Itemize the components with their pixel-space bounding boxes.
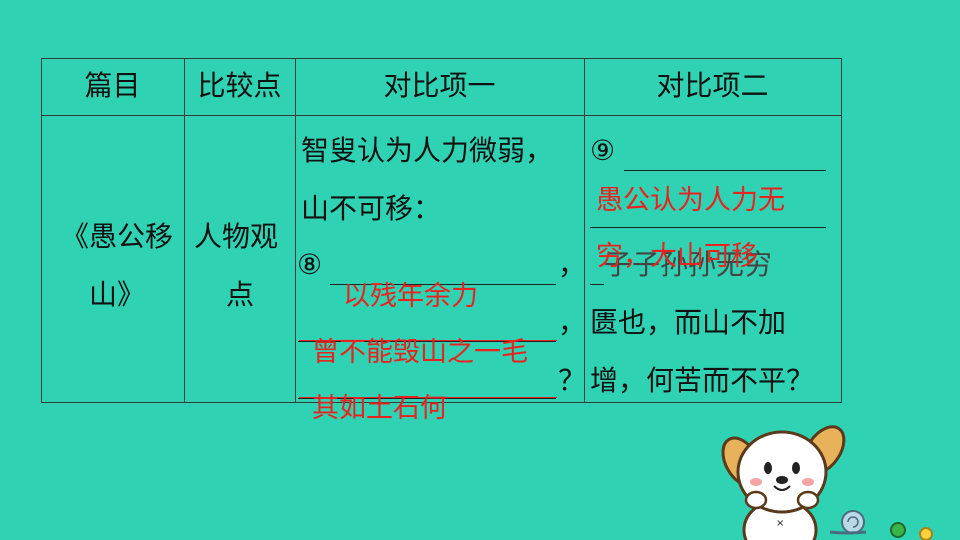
item2-blank-mark: ⑨ — [590, 134, 616, 167]
svg-text:×: × — [776, 518, 784, 529]
answer-9-line1: 愚公认为人力无 — [596, 185, 785, 216]
blank9-underline-3 — [590, 284, 604, 285]
header-item-two: 对比项二 — [656, 69, 769, 102]
answer-8-line1: 以残年余力 — [343, 281, 478, 312]
blank9-underline-1 — [624, 170, 826, 171]
column-divider-3 — [584, 58, 585, 403]
column-divider-2 — [295, 58, 296, 403]
row-title-line1: 《愚公移 — [61, 220, 174, 253]
answer-8-line3: 其如土石何 — [312, 393, 447, 424]
table-border-left — [41, 58, 42, 403]
header-comparison-point: 比较点 — [197, 69, 282, 102]
item2-line5: 增，何苦而不平？ — [590, 364, 815, 397]
blank8-underline-3 — [298, 398, 556, 399]
row-point-line2: 点 — [226, 278, 255, 311]
item1-line2: 山不可移： — [301, 192, 442, 225]
row-title-line2: 山》 — [89, 278, 146, 311]
answer-8-line2: 曾不能毁山之一毛 — [312, 337, 528, 368]
blank8-underline-1 — [330, 284, 556, 285]
puppy-with-snail-icon: × — [721, 425, 933, 540]
item1-comma-2: ， — [558, 306, 587, 339]
item2-line4: 匮也，而山不加 — [590, 306, 787, 339]
answer-9-line2: 穷，大山可移 — [596, 241, 758, 272]
item1-blank-mark: ⑧ — [297, 248, 323, 281]
item1-comma-1: ， — [558, 248, 587, 281]
row-point-line1: 人物观 — [194, 220, 279, 253]
blank8-underline-2 — [298, 341, 556, 342]
table-border-bottom — [41, 402, 842, 403]
item1-line1: 智叟认为人力微弱， — [301, 134, 554, 167]
item2-line3-tail: 子子孙孙无穷 — [604, 248, 773, 281]
header-item-one: 对比项一 — [383, 69, 496, 102]
item1-question-mark: ？ — [558, 364, 587, 397]
table-header-divider — [41, 115, 842, 116]
answer-8-strike-2 — [299, 397, 557, 398]
blank9-underline-2 — [590, 227, 826, 228]
column-divider-1 — [184, 58, 185, 403]
header-title-column: 篇目 — [84, 69, 141, 102]
comparison-table: 篇目 比较点 对比项一 对比项二 《愚公移 山》 人物观 点 智叟认为人力微弱，… — [41, 58, 842, 403]
table-border-top — [41, 58, 842, 59]
answer-8-strike-1 — [299, 340, 557, 341]
table-border-right — [841, 58, 842, 403]
